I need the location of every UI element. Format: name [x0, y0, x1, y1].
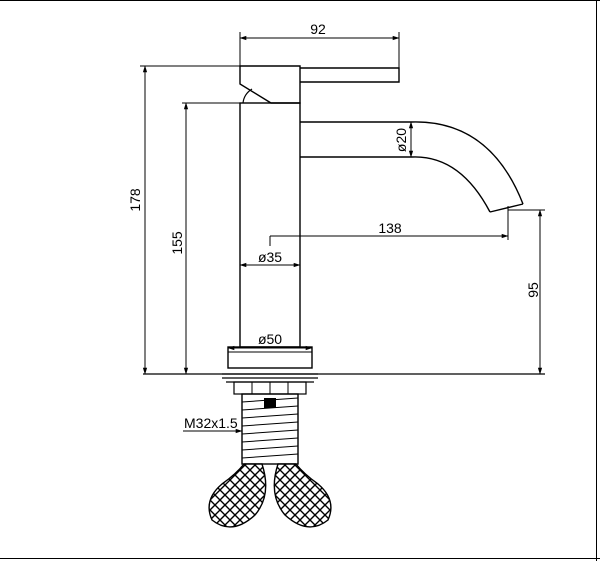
- mounting-nut: [233, 381, 307, 408]
- dimension-92: [239, 32, 400, 68]
- dimension-138-label: 138: [378, 220, 402, 236]
- dimension-body-diameter-label: ø35: [258, 249, 282, 265]
- spout: [300, 121, 524, 213]
- dimension-base-diameter-label: ø50: [258, 331, 282, 347]
- threaded-shank: [241, 393, 299, 465]
- dimension-178-label: 178: [127, 188, 143, 212]
- dimension-95: [508, 209, 545, 375]
- dimension-92-label: 92: [310, 21, 326, 37]
- thread-callout-label: M32x1.5: [184, 415, 238, 431]
- dimension-138: [269, 206, 509, 246]
- dimension-178: [140, 65, 240, 375]
- hose-left: [208, 463, 267, 528]
- dimension-155: [182, 102, 240, 375]
- faucet-body: [239, 102, 301, 348]
- dimension-155-label: 155: [169, 231, 185, 255]
- braided-hoses: [208, 463, 332, 528]
- base-collar: [222, 346, 318, 383]
- dimension-95-label: 95: [525, 282, 541, 298]
- dimension-spout-diameter-label: ø20: [393, 128, 409, 152]
- lever-handle: [239, 65, 400, 104]
- hose-right: [273, 463, 332, 528]
